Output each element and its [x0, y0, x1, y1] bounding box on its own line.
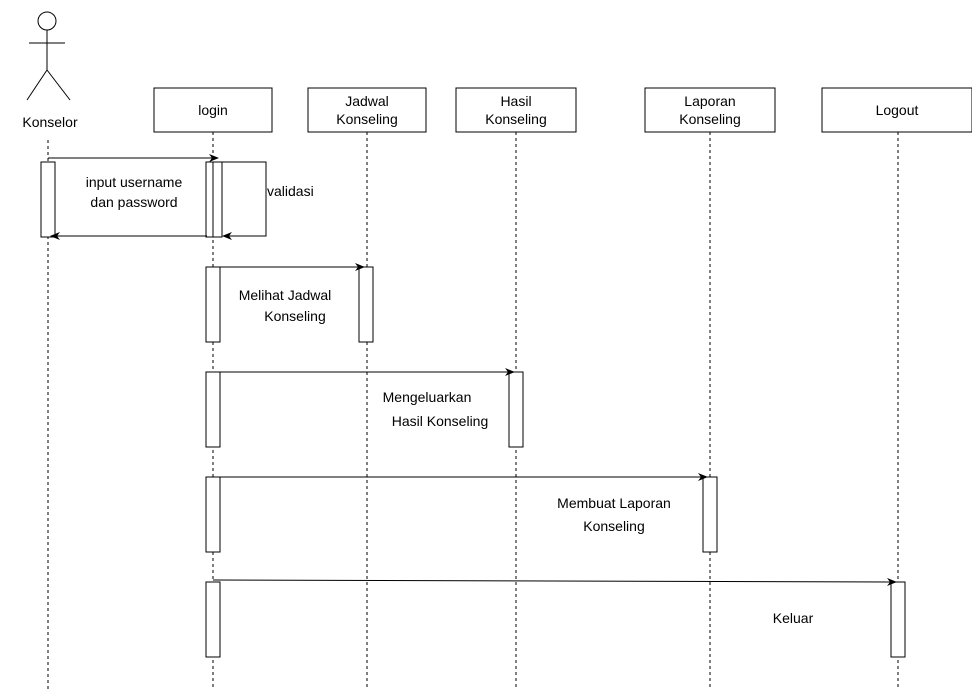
participant-label: login — [198, 102, 228, 118]
participant-logout: Logout — [821, 87, 972, 133]
activation-bar-jadwal — [358, 266, 374, 343]
participant-hasil-konseling: Hasil Konseling — [455, 87, 577, 133]
message-arrow — [222, 161, 267, 240]
lifelines — [47, 132, 899, 690]
participant-box — [455, 87, 577, 133]
activation-bar-login-4 — [205, 476, 221, 553]
activation-bars — [40, 161, 906, 658]
message-label-line1: Melihat Jadwal — [239, 287, 332, 303]
message-keluar: Keluar — [212, 577, 897, 626]
message-label: Keluar — [773, 610, 814, 626]
message-mengeluarkan-hasil: Mengeluarkan Hasil Konseling — [220, 368, 515, 429]
participant-laporan-konseling: Laporan Konseling — [644, 87, 776, 133]
participant-label: Logout — [876, 102, 919, 118]
participant-label-line1: Hasil — [500, 93, 531, 109]
participant-login: login — [153, 87, 273, 133]
participant-label-line1: Jadwal — [345, 93, 389, 109]
message-label-line2: Hasil Konseling — [392, 413, 489, 429]
activation-bar-login-self — [212, 161, 223, 238]
message-label-line1: input username — [86, 174, 183, 190]
message-label-line1: Mengeluarkan — [383, 389, 472, 405]
message-input-credentials: input username dan password — [48, 154, 219, 210]
participant-label-line2: Konseling — [336, 111, 398, 127]
participant-label-line2: Konseling — [679, 111, 741, 127]
activation-bar-login-5 — [205, 581, 221, 658]
message-label-line1: Membuat Laporan — [557, 495, 671, 511]
message-label: validasi — [267, 183, 314, 199]
participant-box — [644, 87, 776, 133]
actor-figure-icon — [26, 11, 71, 101]
participant-box — [153, 87, 273, 133]
message-label-line2: Konseling — [264, 308, 326, 324]
message-melihat-jadwal: Melihat Jadwal Konseling — [220, 263, 365, 324]
activation-bar-laporan — [702, 476, 718, 553]
activation-bar-login-2 — [205, 266, 221, 343]
participant-jadwal-konseling: Jadwal Konseling — [307, 87, 427, 133]
participant-box — [307, 87, 427, 133]
activation-bar-hasil — [508, 371, 524, 448]
activation-bar-actor — [40, 161, 56, 238]
participant-label-line2: Konseling — [485, 111, 547, 127]
message-membuat-laporan: Membuat Laporan Konseling — [220, 473, 708, 534]
activation-bar-login-3 — [205, 371, 221, 448]
activation-bar-logout — [890, 581, 906, 658]
participant-box — [821, 87, 972, 133]
message-label-line2: Konseling — [583, 518, 645, 534]
message-label-line2: dan password — [90, 194, 177, 210]
message-arrow — [212, 577, 897, 586]
participant-label-line1: Laporan — [684, 93, 735, 109]
message-validasi: validasi — [222, 161, 314, 240]
actor-label: Konselor — [22, 114, 78, 130]
